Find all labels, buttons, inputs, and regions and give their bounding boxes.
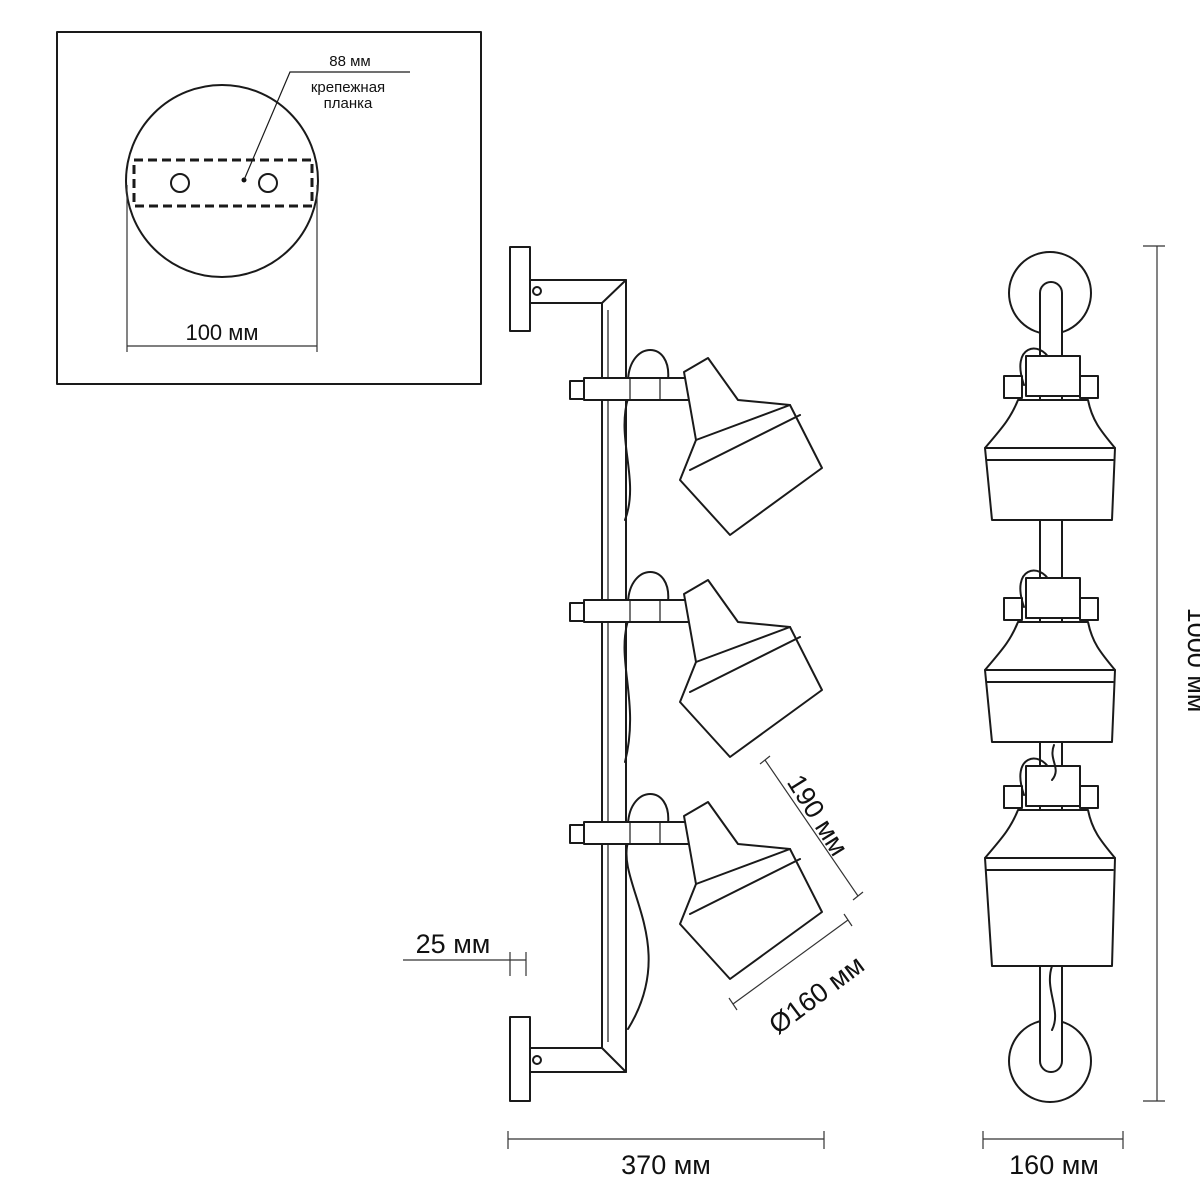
callout-label-line2: планка — [324, 95, 373, 112]
frame-corners — [601, 279, 627, 1073]
front-cable-bottom — [1048, 965, 1057, 1031]
side-dimension-diameter: Ø160 мм — [763, 950, 869, 1041]
cable-loop — [1019, 757, 1051, 796]
holder — [1025, 765, 1081, 807]
front-spotlight-2 — [984, 569, 1116, 743]
inset-frame — [56, 31, 482, 385]
shade — [679, 801, 823, 980]
dim-tick — [728, 997, 738, 1011]
clamp-right — [1079, 785, 1099, 809]
side-dimension-25: 25 мм — [416, 929, 491, 959]
clamp-left — [1003, 597, 1023, 621]
dim-tick — [759, 755, 771, 765]
clamp-left — [1003, 785, 1023, 809]
wall-plate-bottom — [509, 1016, 531, 1102]
cable — [623, 619, 632, 763]
front-shade — [984, 809, 1116, 967]
shade-band — [695, 848, 791, 885]
shade — [679, 357, 823, 536]
cable — [623, 397, 632, 521]
dim-line-160-diam — [732, 919, 849, 1005]
dim-tick — [852, 891, 864, 901]
front-spotlight-3 — [984, 757, 1116, 967]
clamp-right — [1079, 597, 1099, 621]
holder — [1025, 577, 1081, 619]
shade-band — [695, 404, 791, 441]
side-view: 190 мм Ø160 мм 25 мм 370 мм — [403, 246, 870, 1180]
dim-tick — [843, 913, 853, 927]
cable-loop — [627, 571, 670, 603]
spotlight-3 — [569, 793, 823, 1030]
clamp-knob — [569, 380, 585, 400]
screw-hole-left — [170, 173, 190, 193]
shade-band — [689, 636, 801, 693]
inset-dimension-100: 100 мм — [185, 320, 258, 345]
cable-loop — [1019, 569, 1051, 608]
wall-plate-top — [509, 246, 531, 332]
shade-band — [689, 858, 801, 915]
shade-band — [695, 626, 791, 663]
spotlight-2 — [569, 571, 823, 763]
canopy-circle — [125, 84, 319, 278]
clamp-knob — [569, 824, 585, 844]
cable-loop — [627, 349, 670, 381]
cable-loop — [1019, 347, 1051, 386]
cable-loop — [627, 793, 670, 825]
shade — [679, 579, 823, 758]
clamp-left — [1003, 375, 1023, 399]
front-cable-mid — [1051, 744, 1057, 781]
clamp-knob — [569, 602, 585, 622]
front-spotlight-1 — [984, 347, 1116, 521]
mounting-bar-outline — [132, 158, 314, 208]
side-dimension-370: 370 мм — [621, 1150, 711, 1180]
mounting-plate-inset: 88 мм крепежная планка 100 мм — [56, 31, 482, 385]
dim-line-190 — [764, 759, 859, 897]
front-view: 1000 мм 160 мм — [982, 245, 1200, 1180]
holder — [1025, 355, 1081, 397]
inset-dimension-88: 88 мм — [329, 53, 370, 70]
screw-hole-right — [258, 173, 278, 193]
clamp-right — [1079, 375, 1099, 399]
frame-inner — [529, 302, 603, 1049]
shade-band — [689, 414, 801, 471]
callout-label-line1: крепежная — [311, 79, 385, 96]
front-dimension-160: 160 мм — [1009, 1150, 1099, 1180]
spotlight-1 — [569, 349, 823, 536]
screw-bottom — [532, 1055, 542, 1065]
front-dimension-1000: 1000 мм — [1182, 608, 1200, 713]
side-dimension-190: 190 мм — [781, 769, 854, 861]
screw-top — [532, 286, 542, 296]
cable — [625, 841, 650, 1030]
callout-leader — [243, 71, 410, 181]
